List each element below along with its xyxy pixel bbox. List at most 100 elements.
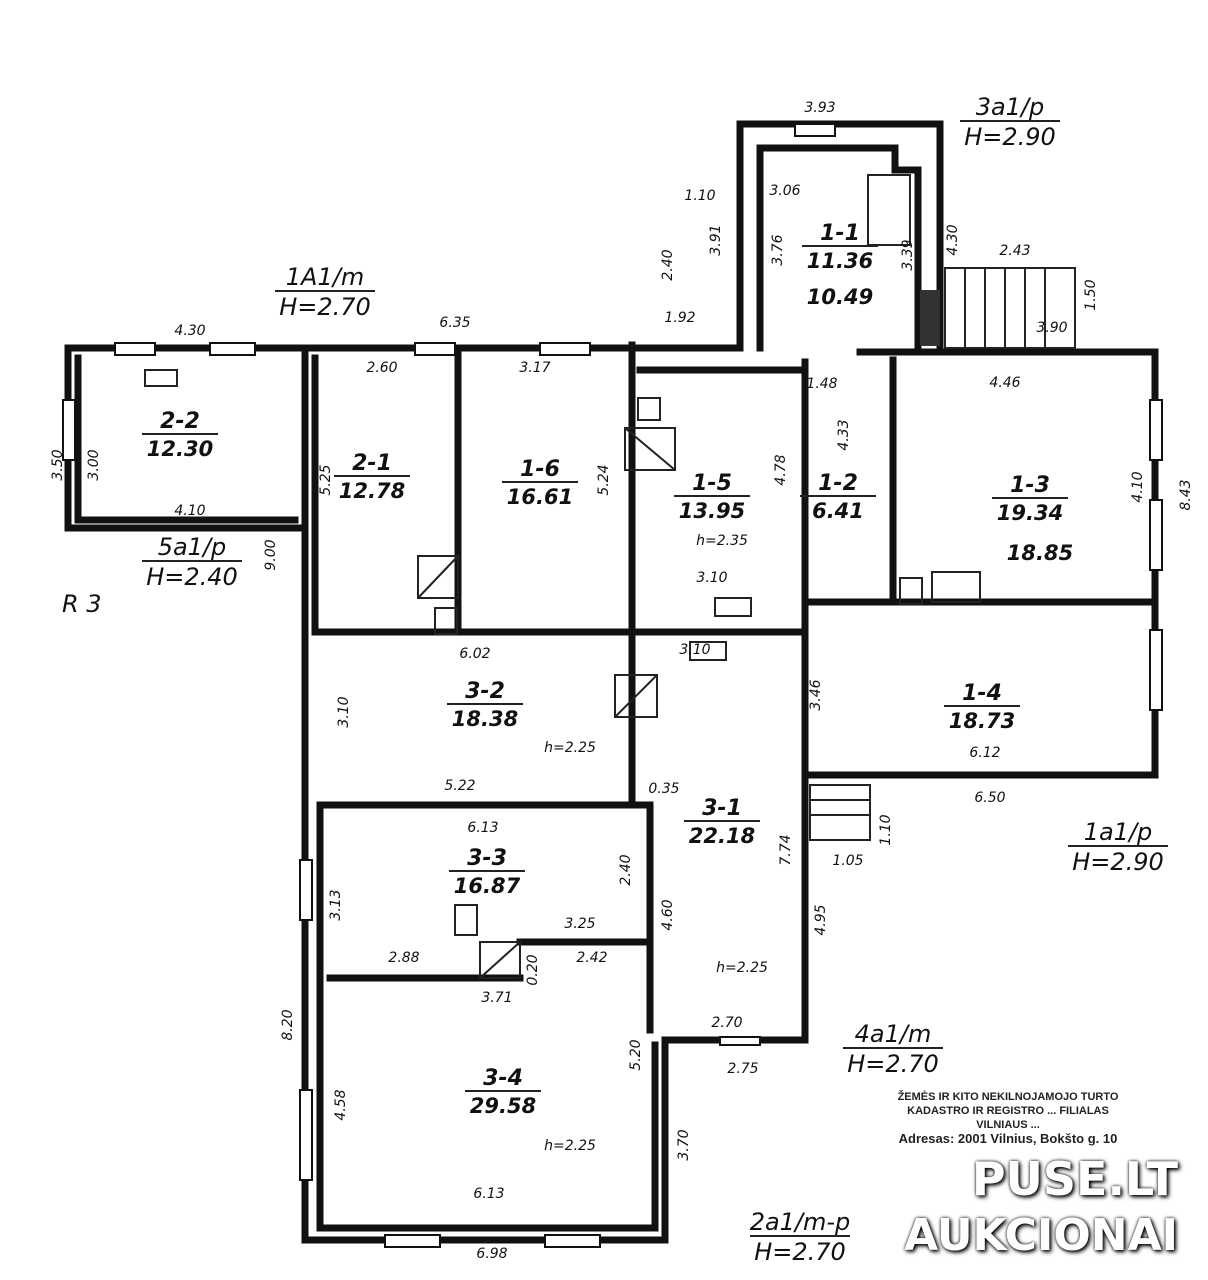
floor-code-label: 1A1/m xyxy=(286,263,364,291)
room-corrected-area: 10.49 xyxy=(807,285,873,309)
room-area-label: 18.38 xyxy=(452,707,518,731)
dimension-label: 1.10 xyxy=(684,188,715,204)
floor-code-label: 1a1/p xyxy=(1084,818,1153,846)
dimension-label: 2.40 xyxy=(618,854,634,885)
floor-height-label: H=2.70 xyxy=(279,293,371,321)
dimension-label: 2.88 xyxy=(388,950,419,966)
room-corrected-area: 18.85 xyxy=(1007,541,1073,565)
dimension-label: 4.95 xyxy=(813,904,829,935)
dimension-label: 1.48 xyxy=(806,376,837,392)
dimension-label: 6.13 xyxy=(467,820,498,836)
dimension-label: 5.25 xyxy=(318,464,334,495)
floor-height-label: H=2.70 xyxy=(847,1050,939,1078)
dimension-label: 6.02 xyxy=(459,646,490,662)
dimension-label: 3.91 xyxy=(708,224,724,255)
room-area-label: 13.95 xyxy=(679,499,745,523)
dimension-label: 1.05 xyxy=(832,853,863,869)
dimension-label: 3.90 xyxy=(1036,320,1067,336)
floor-height-label: H=2.90 xyxy=(1072,848,1164,876)
dimension-label: 2.42 xyxy=(576,950,607,966)
dimension-labels: 3.93 3.06 3.76 3.39 4.30 2.43 1.50 3.90 1.10 3.91… xyxy=(50,100,1194,1262)
room-id-label: 1-5 xyxy=(692,471,732,496)
dimension-label: 3.10 xyxy=(679,642,710,658)
dimension-label: 4.60 xyxy=(660,899,676,930)
room-area-label: 22.18 xyxy=(689,824,755,848)
stamp-line-1: ŽEMĖS IR KITO NEKILNOJAMOJO TURTO xyxy=(897,1091,1119,1103)
dimension-label: 3.50 xyxy=(50,449,66,480)
annotation: R 3 xyxy=(62,590,102,618)
dimension-label: 4.58 xyxy=(333,1089,349,1120)
dimension-label: 5.20 xyxy=(628,1039,644,1070)
dimension-label: 1.50 xyxy=(1083,279,1099,310)
dimension-label: 2.40 xyxy=(660,249,676,280)
room-area-label: 16.61 xyxy=(507,485,573,509)
room-id-label: 3-4 xyxy=(483,1066,523,1091)
dimension-label: 3.06 xyxy=(769,183,800,199)
dimension-label: 6.50 xyxy=(974,790,1005,806)
watermark-line-2: AUKCIONAI xyxy=(904,1210,1178,1261)
dimension-label: 3.70 xyxy=(676,1129,692,1160)
dimension-label: 1.92 xyxy=(664,310,695,326)
ceiling-height-label: h=2.25 xyxy=(544,1138,596,1154)
dimension-label: 4.10 xyxy=(1130,471,1146,502)
room-area-label: 12.30 xyxy=(147,437,213,461)
dimension-label: 3.25 xyxy=(564,916,595,932)
room-id-label: 2-2 xyxy=(160,409,200,434)
dimension-label: 3.39 xyxy=(900,239,916,270)
dimension-label: 9.00 xyxy=(263,539,279,570)
dimension-label: 8.20 xyxy=(280,1009,296,1040)
dimension-label: 6.35 xyxy=(439,315,470,331)
dimension-label: 3.76 xyxy=(770,234,786,265)
room-area-label: 6.41 xyxy=(812,499,864,523)
dimension-label: 3.10 xyxy=(696,570,727,586)
room-id-label: 1-3 xyxy=(1010,473,1050,498)
room-area-label: 18.73 xyxy=(949,709,1015,733)
dimension-label: 3.71 xyxy=(481,990,512,1006)
cadastre-stamp: ŽEMĖS IR KITO NEKILNOJAMOJO TURTO KADAST… xyxy=(858,1090,1158,1146)
dimension-label: 4.30 xyxy=(945,224,961,255)
ceiling-height-label: h=2.35 xyxy=(696,533,748,549)
ceiling-height-label: h=2.25 xyxy=(716,960,768,976)
room-id-label: 1-1 xyxy=(820,221,860,246)
room-id-label: 1-4 xyxy=(962,681,1002,706)
room-area-label: 16.87 xyxy=(454,874,521,898)
dimension-label: 2.43 xyxy=(999,243,1030,259)
floor-labels: 1A1/mH=2.703a1/pH=2.905a1/pH=2.401a1/pH=… xyxy=(142,93,1168,1266)
height-labels: h=2.35h=2.25h=2.25h=2.25 xyxy=(544,533,768,1154)
dimension-label: 3.17 xyxy=(519,360,550,376)
dimension-label: 4.30 xyxy=(174,323,205,339)
floor-height-label: H=2.90 xyxy=(964,123,1056,151)
dimension-label: 8.43 xyxy=(1178,479,1194,510)
room-labels: 2-212.302-112.781-616.611-513.951-26.411… xyxy=(142,221,1073,1118)
dimension-label: 3.00 xyxy=(86,449,102,480)
dimension-label: 5.22 xyxy=(444,778,475,794)
room-area-label: 19.34 xyxy=(997,501,1063,525)
dimension-label: 0.20 xyxy=(525,954,541,985)
floor-code-label: 3a1/p xyxy=(976,93,1045,121)
room-id-label: 1-6 xyxy=(520,457,560,482)
room-id-label: 3-3 xyxy=(467,846,507,871)
room-id-label: 1-2 xyxy=(818,471,858,496)
dimension-label: 7.74 xyxy=(778,834,794,865)
dimension-label: 6.12 xyxy=(969,745,1000,761)
dimension-label: 3.93 xyxy=(804,100,835,116)
stoves-and-stairs xyxy=(144,174,1076,979)
floor-code-label: 2a1/m-p xyxy=(750,1208,851,1236)
dimension-label: 3.13 xyxy=(328,889,344,920)
stamp-address: Adresas: 2001 Vilnius, Bokšto g. 10 xyxy=(898,1131,1118,1146)
room-area-label: 29.58 xyxy=(470,1094,536,1118)
dimension-label: 3.46 xyxy=(808,679,824,710)
room-id-label: 2-1 xyxy=(352,451,392,476)
room-id-label: 3-2 xyxy=(465,679,505,704)
dimension-label: 5.24 xyxy=(596,464,612,495)
floor-height-label: H=2.70 xyxy=(754,1238,846,1266)
floor-code-label: 4a1/m xyxy=(855,1020,932,1048)
dimension-label: 2.70 xyxy=(711,1015,742,1031)
watermark-line-1: PUSE.LT xyxy=(971,1152,1178,1206)
dimension-label: 1.10 xyxy=(878,814,894,845)
dimension-label: 4.46 xyxy=(989,375,1020,391)
dimension-label: 4.33 xyxy=(836,419,852,450)
floor-height-label: H=2.40 xyxy=(146,563,238,591)
windows xyxy=(62,123,1163,1248)
